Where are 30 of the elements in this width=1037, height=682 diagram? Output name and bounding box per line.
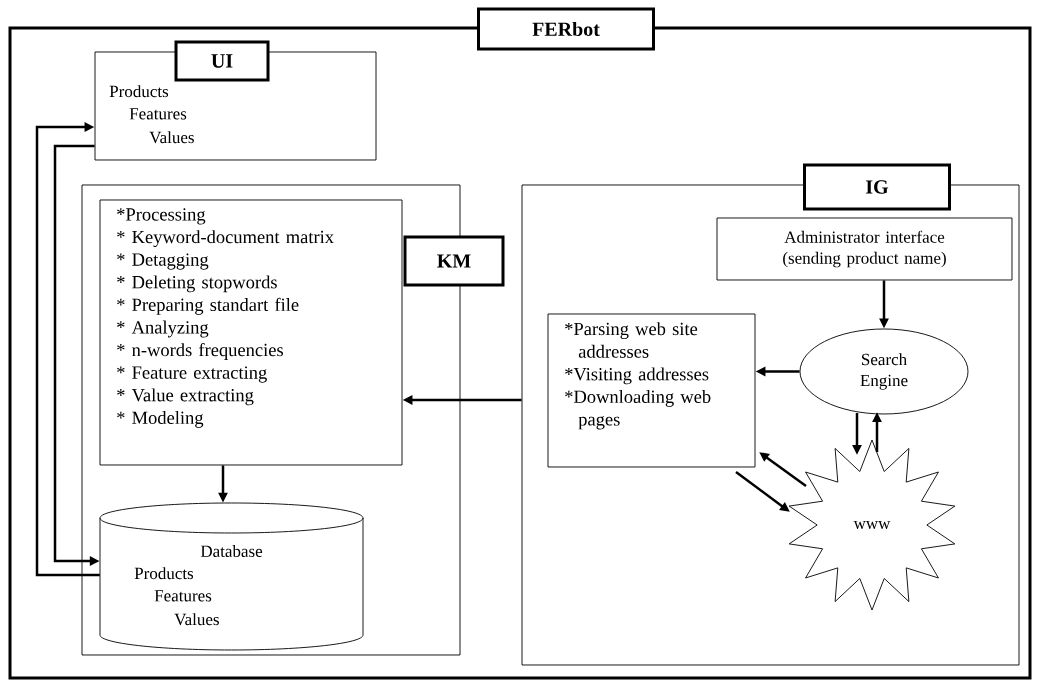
item-text: Products (109, 85, 169, 98)
node-label: Database (200, 545, 263, 557)
item-text: Features (129, 108, 187, 120)
list-item: * Preparing standart file (117, 297, 299, 315)
list-item: * Deleting stopwords (117, 275, 277, 293)
title-box: UI (174, 40, 270, 82)
node-label: Features (154, 590, 212, 602)
list-item: * Analyzing (117, 320, 209, 338)
database-cylinder: Database Products Features Values (99, 502, 364, 651)
process-box (99, 199, 403, 466)
item-text: Values (149, 131, 194, 144)
node-label: Values (174, 613, 219, 626)
process-box: Administrator interface (sending product name) (716, 217, 1013, 281)
list-item: * Feature extracting (117, 366, 267, 383)
list-item: *Parsing web site addresses (565, 322, 698, 358)
process-box (547, 313, 756, 468)
node-label: Products (134, 567, 194, 580)
title-box: IG (803, 163, 951, 211)
list-item: *Visiting addresses (565, 367, 709, 385)
title-box: FERbot (477, 7, 655, 51)
list-item: * Keyword-document matrix (117, 230, 334, 248)
title-box: KM (403, 235, 505, 287)
arrow (35, 122, 100, 577)
list-item: * Detagging (117, 253, 209, 270)
list-item: * Value extracting (117, 388, 254, 406)
list-item: *Downloading web pages (565, 390, 711, 430)
list-item: *Processing (117, 208, 206, 225)
starburst: www (788, 439, 956, 611)
list-item: * Modeling (117, 411, 204, 428)
list-item: * n-words frequencies (117, 343, 283, 360)
